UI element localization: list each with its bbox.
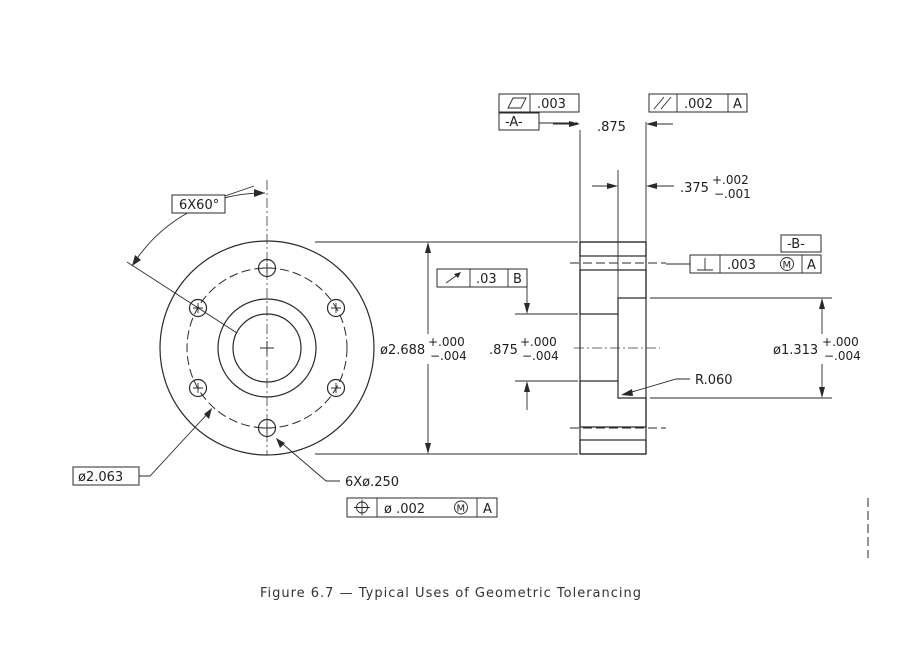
radius-callout: R.060 — [695, 373, 733, 388]
runout-datum: B — [513, 272, 522, 287]
outer-dia-upper: +.000 — [428, 335, 465, 349]
position-modifier: M — [457, 504, 466, 515]
bolt-hole — [326, 378, 346, 398]
flatness-tolerance: .003 — [537, 97, 566, 112]
bore-dia-lower: −.004 — [522, 349, 559, 363]
bolt-circle-dia: ø2.063 — [78, 470, 123, 485]
perp-datum: A — [807, 258, 816, 273]
hole-callout: 6Xø.250 — [345, 475, 399, 490]
bolt-hole — [257, 418, 277, 438]
outer-dia-lower: −.004 — [430, 349, 467, 363]
runout-icon — [445, 272, 461, 284]
parallelism-datum: A — [733, 97, 742, 112]
step-dia-lower: −.004 — [824, 349, 861, 363]
perpendicularity-fcf: .003 M A — [689, 254, 822, 274]
extension-lines — [579, 122, 647, 314]
step-dia-upper: +.000 — [822, 335, 859, 349]
step-extension-lines — [650, 297, 832, 399]
outer-dia-nominal: ø2.688 — [380, 343, 425, 358]
width-dim: .875 — [597, 120, 626, 135]
upper-section — [579, 269, 647, 315]
angle-extension-line — [126, 261, 238, 334]
parallelism-icon — [653, 96, 672, 110]
mmc-icon — [454, 500, 468, 515]
position-datum: A — [483, 502, 492, 517]
datum-a-box — [498, 112, 540, 131]
step-dia-nominal: ø1.313 — [773, 343, 818, 358]
bore-dia-upper: +.000 — [520, 335, 557, 349]
parallelism-fcf: .002 A — [648, 93, 748, 113]
outer-extension-lines — [315, 241, 578, 455]
bolt-hole — [188, 298, 208, 318]
flatness-icon — [507, 97, 527, 109]
front-view: 6X60° ø2.063 6Xø.250 ø .002 M A — [72, 180, 498, 518]
angle-note: 6X60° — [179, 198, 219, 213]
datum-b: -B- — [787, 237, 805, 252]
parallelism-tolerance: .002 — [684, 97, 713, 112]
bore-extension-lines — [515, 313, 578, 382]
bolt-hole — [188, 378, 208, 398]
runout-fcf: .03 B — [436, 268, 528, 288]
figure-caption: Figure 6.7 — Typical Uses of Geometric T… — [260, 586, 642, 601]
bolt-holes — [188, 258, 346, 438]
bolt-hole — [326, 298, 346, 318]
runout-tolerance: .03 — [476, 272, 497, 287]
position-icon — [354, 499, 370, 516]
side-view: .003 -A- .002 A .875 .375 +.002 −.001 -B… — [315, 93, 870, 455]
bolt-circle-box — [72, 466, 140, 486]
flatness-fcf: .003 — [498, 93, 580, 113]
bolt-hole — [257, 258, 277, 278]
datum-b-box — [780, 234, 822, 253]
center-mark — [260, 341, 274, 355]
perp-modifier: M — [783, 260, 792, 271]
bore-dia-nominal: .875 — [489, 343, 518, 358]
position-tolerance: ø .002 — [384, 502, 425, 517]
perp-tolerance: .003 — [727, 258, 756, 273]
angle-note-box — [171, 194, 226, 214]
lower-section — [579, 380, 647, 428]
position-fcf: ø .002 M A — [346, 497, 498, 518]
flange-dim-lower: −.001 — [714, 187, 751, 201]
perpendicularity-icon — [697, 258, 713, 271]
mmc-icon — [780, 257, 794, 271]
datum-a: -A- — [505, 115, 523, 130]
flange-dim-nominal: .375 — [680, 181, 709, 196]
flange-dim-upper: +.002 — [712, 173, 749, 187]
